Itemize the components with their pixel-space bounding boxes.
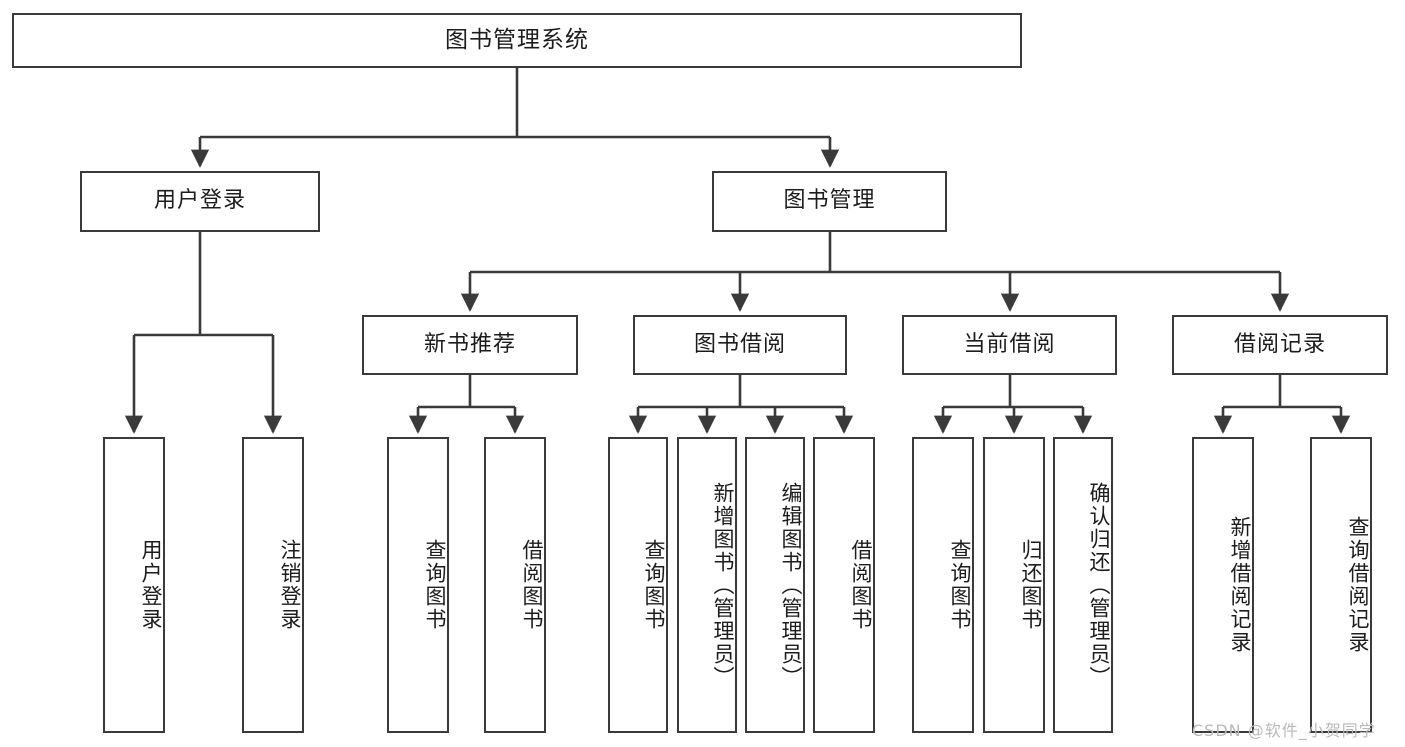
csdn-watermark: CSDN @软件_小贺同学	[1192, 721, 1376, 740]
leaf-query-books-recommend[interactable]: 查询图书	[387, 437, 449, 733]
leaf-add-borrow-record[interactable]: 新增借阅记录	[1192, 437, 1254, 733]
leaf-label: 借阅图书	[520, 539, 544, 631]
leaf-query-books-borrow[interactable]: 查询图书	[608, 437, 668, 733]
leaf-label: 查询图书	[642, 539, 666, 631]
leaf-label: 查询借阅记录	[1346, 516, 1370, 654]
leaf-label: 查询图书	[948, 539, 972, 631]
node-user-login[interactable]: 用户登录	[80, 171, 320, 232]
leaf-borrow-books-recommend[interactable]: 借阅图书	[484, 437, 546, 733]
leaf-add-book-admin[interactable]: 新增图书（管理员）	[677, 437, 737, 733]
leaf-confirm-return-admin[interactable]: 确认归还（管理员）	[1053, 437, 1113, 733]
leaf-label: 确认归还（管理员）	[1087, 481, 1111, 689]
leaf-label: 借阅图书	[849, 539, 873, 631]
leaf-user-login[interactable]: 用户登录	[103, 437, 165, 733]
leaf-label: 注销登录	[278, 539, 302, 631]
leaf-query-books-current[interactable]: 查询图书	[912, 437, 974, 733]
node-root[interactable]: 图书管理系统	[12, 13, 1022, 68]
leaf-label: 归还图书	[1019, 539, 1043, 631]
leaf-label: 编辑图书（管理员）	[779, 481, 803, 689]
leaf-query-borrow-record[interactable]: 查询借阅记录	[1310, 437, 1372, 733]
node-current-borrow[interactable]: 当前借阅	[902, 315, 1117, 375]
node-book-borrow[interactable]: 图书借阅	[633, 315, 847, 375]
node-new-book-recommend[interactable]: 新书推荐	[362, 315, 578, 375]
leaf-borrow-books[interactable]: 借阅图书	[813, 437, 875, 733]
node-borrow-records[interactable]: 借阅记录	[1172, 315, 1388, 375]
leaf-label: 新增借阅记录	[1228, 516, 1252, 654]
leaf-edit-book-admin[interactable]: 编辑图书（管理员）	[745, 437, 805, 733]
leaf-label: 查询图书	[423, 539, 447, 631]
leaf-return-books[interactable]: 归还图书	[983, 437, 1045, 733]
node-book-management[interactable]: 图书管理	[712, 171, 947, 232]
leaf-logout-login[interactable]: 注销登录	[242, 437, 304, 733]
leaf-label: 用户登录	[139, 539, 163, 631]
leaf-label: 新增图书（管理员）	[711, 481, 735, 689]
